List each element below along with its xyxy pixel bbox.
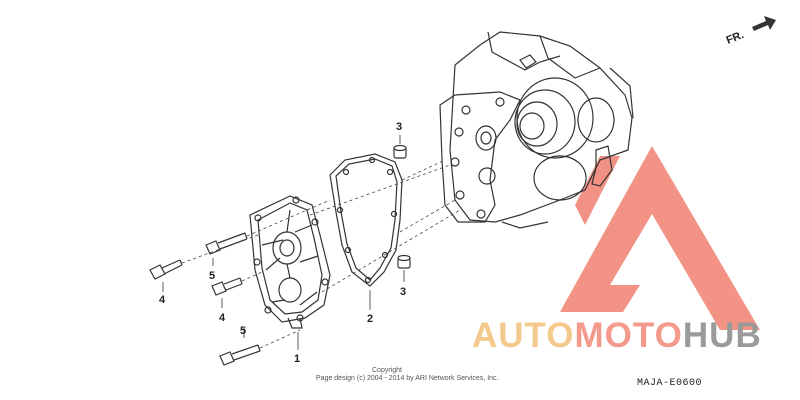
dowel-pin-top: [393, 144, 407, 159]
gasket: [329, 153, 403, 287]
callout-bolt-b: 4: [219, 312, 226, 324]
copyright-notice: Page design (c) 2004 - 2014 by ARI Netwo…: [316, 375, 499, 382]
bolt-upper-mid: [205, 232, 248, 255]
watermark-slash: [575, 156, 620, 225]
copyright-label: Copyright: [372, 367, 402, 374]
callout-bolt-c: 5: [209, 270, 215, 282]
crankcase-assembly: [439, 31, 634, 229]
watermark-word-moto: MOTO: [574, 316, 683, 355]
callout-bolt-a: 4: [159, 294, 166, 306]
callout-dowel-top: 3: [396, 121, 402, 133]
drawing-code: MAJA-E0600: [637, 378, 703, 389]
bolt-lower-mid: [211, 277, 243, 296]
watermark-word-hub: HUB: [682, 316, 762, 355]
dowel-pin-bottom: [397, 254, 411, 269]
bolt-lower-left: [219, 344, 261, 366]
bolt-upper-left: [149, 259, 183, 280]
watermark-logo: [560, 146, 760, 330]
front-arrow-icon: [752, 16, 776, 31]
watermark-triangle: [560, 146, 760, 330]
callout-cover: 1: [294, 353, 300, 365]
leader-lines: [181, 159, 461, 349]
rear-cover: [249, 195, 331, 329]
callout-gasket: 2: [367, 313, 373, 325]
watermark-wordmark: AUTOMOTOHUB: [472, 316, 762, 356]
callout-leaders: [162, 135, 405, 350]
watermark-word-auto: AUTO: [472, 316, 575, 355]
callout-bolt-d: 5: [240, 325, 246, 337]
front-direction-indicator: FR.: [725, 16, 776, 47]
callout-dowel-bottom: 3: [400, 286, 406, 298]
front-direction-label: FR.: [725, 29, 746, 47]
